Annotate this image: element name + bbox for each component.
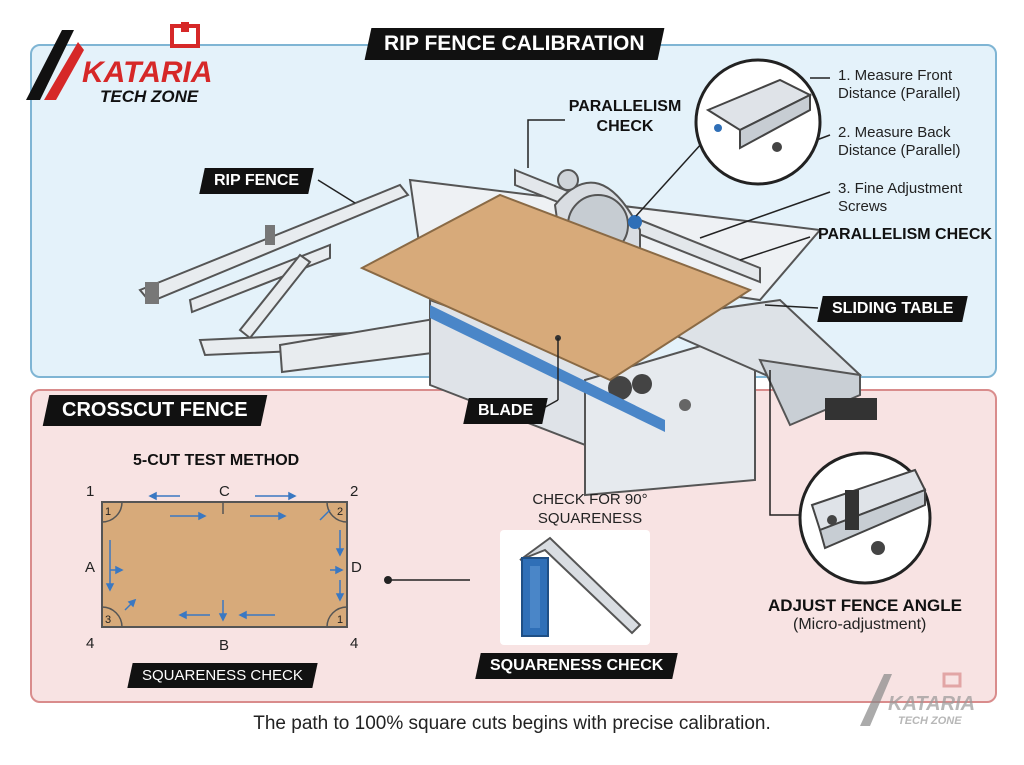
- adjust-fence-title: ADJUST FENCE ANGLE: [768, 596, 962, 615]
- sliding-table-label: SLIDING TABLE: [817, 296, 969, 322]
- edge-c-label: C: [219, 483, 230, 500]
- squareness-check-center-label: SQUARENESS CHECK: [475, 653, 679, 679]
- edge-a-label: A: [85, 559, 95, 576]
- logo-sub-text: TECH ZONE: [100, 87, 199, 106]
- table-handle-icon: [825, 398, 877, 420]
- inner-corner-1b: 1: [337, 614, 343, 626]
- corner-2-label: 2: [350, 483, 358, 500]
- test-board: [101, 501, 348, 628]
- footer-caption: The path to 100% square cuts begins with…: [253, 713, 771, 734]
- rip-fence-label: RIP FENCE: [199, 168, 314, 194]
- corner-1-label: 1: [86, 483, 94, 500]
- edge-b-label: B: [219, 637, 229, 654]
- squareness-check-left-label: SQUARENESS CHECK: [127, 663, 318, 688]
- method-title: 5-CUT TEST METHOD: [133, 452, 300, 469]
- blade-label: BLADE: [463, 398, 548, 424]
- step-measure-front: 1. Measure Front Distance (Parallel): [838, 67, 961, 102]
- step-fine-adjust: 3. Fine Adjustment Screws: [838, 180, 963, 215]
- parallelism-check-top-label: PARALLELISM CHECK: [568, 98, 682, 135]
- corner-4-right-label: 4: [350, 635, 358, 652]
- edge-d-label: D: [351, 559, 362, 576]
- brand-logo: KATARIA TECH ZONE: [22, 22, 252, 112]
- watermark-logo-icon: KATARIA TECH ZONE: [860, 672, 975, 727]
- fence-clamp-icon: [145, 282, 159, 304]
- logo-brand-text: KATARIA: [82, 56, 213, 89]
- watermark-brand: KATARIA: [888, 693, 975, 715]
- adjust-fence-sub: (Micro-adjustment): [793, 616, 927, 633]
- wood-board: [359, 193, 753, 382]
- watermark-sub: TECH ZONE: [898, 715, 962, 727]
- inner-corner-1: 1: [105, 506, 111, 518]
- parallelism-check-right-label: PARALLELISM CHECK: [818, 226, 992, 243]
- inner-corner-3: 3: [105, 614, 111, 626]
- five-cut-diagram: 1 2 4 4 C B A D 1 2 3 1: [85, 483, 362, 654]
- check-caption: CHECK FOR 90° SQUARENESS: [532, 491, 648, 527]
- step-measure-back: 2. Measure Back Distance (Parallel): [838, 124, 961, 159]
- logo-mark-icon: KATARIA TECH ZONE: [26, 22, 213, 106]
- inner-corner-2: 2: [337, 506, 343, 518]
- corner-4-left-label: 4: [86, 635, 94, 652]
- try-square-tool: [500, 530, 650, 645]
